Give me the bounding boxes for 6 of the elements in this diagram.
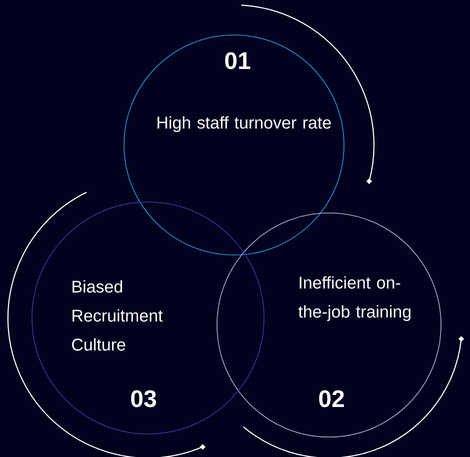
step-number: 02	[319, 390, 344, 408]
step-number: 01	[225, 52, 250, 70]
step-label: High staff turnover rate	[158, 116, 331, 132]
step-label: Inefficient on-the-job training	[298, 276, 410, 322]
step-label: Biased Recruitment Culture	[72, 280, 163, 351]
step-number: 03	[131, 390, 156, 408]
